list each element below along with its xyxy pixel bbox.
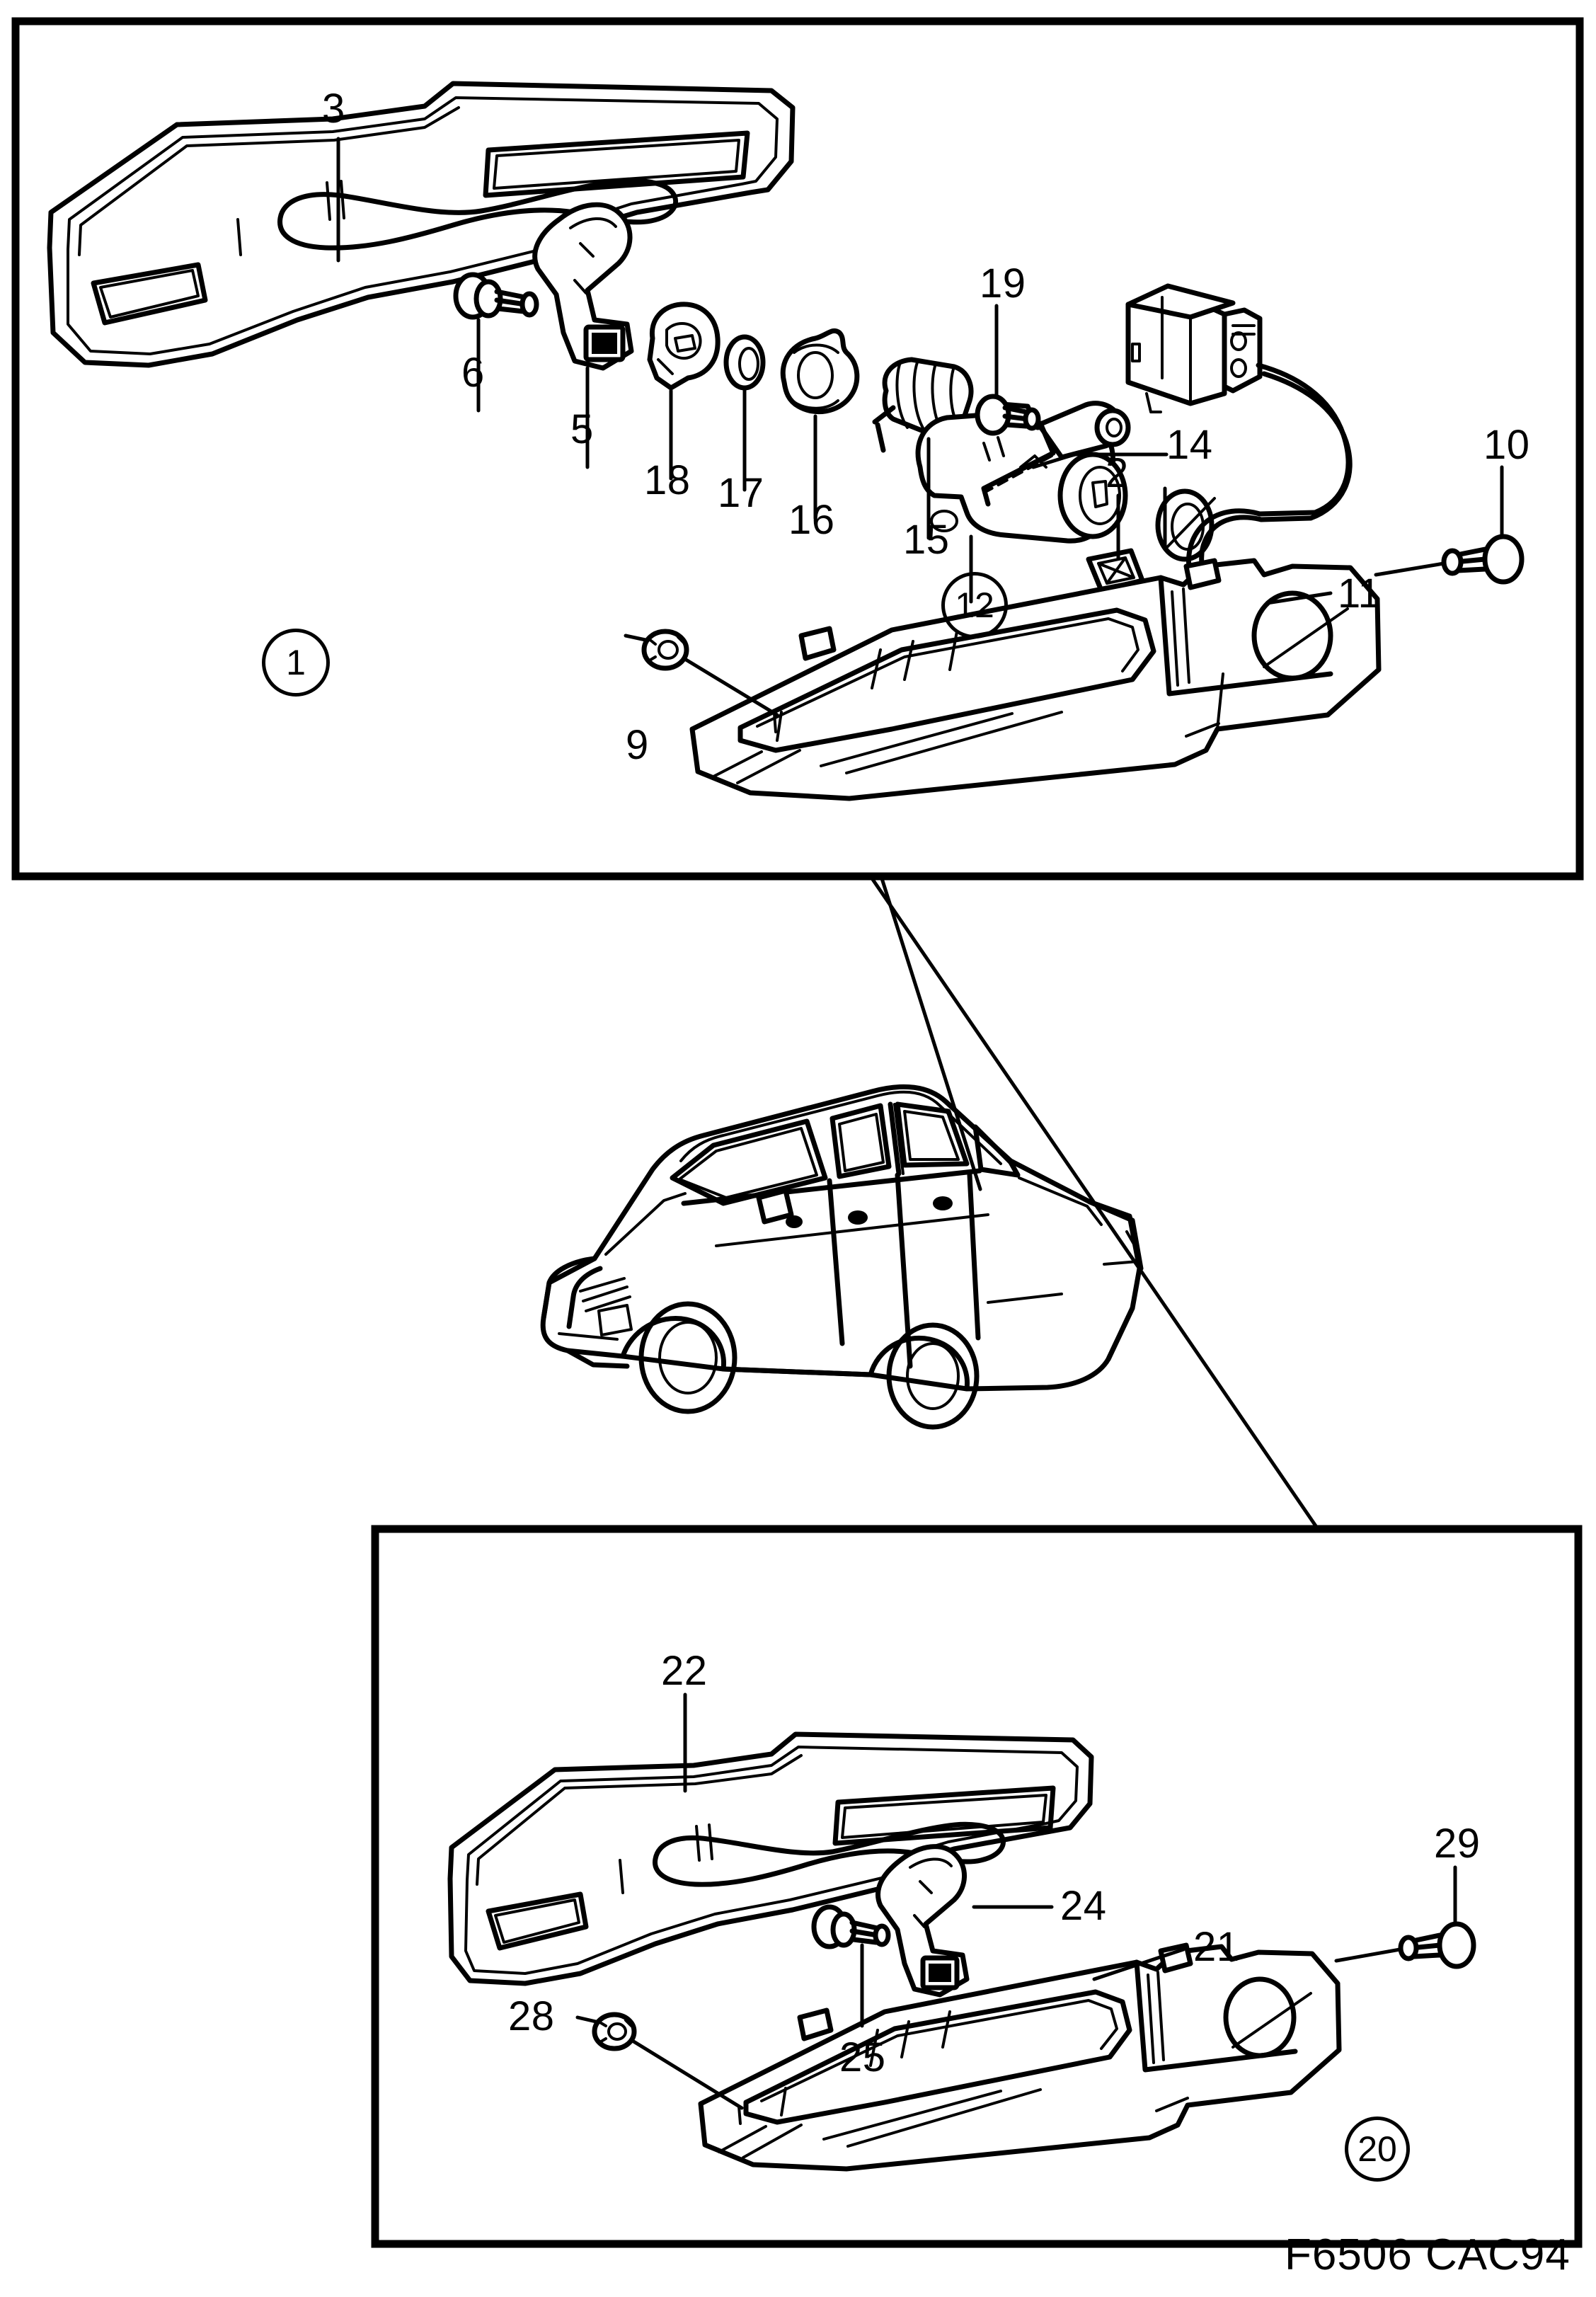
callout-21-gasket: 21 (1193, 1924, 1240, 1970)
group-number-20: 20 (1345, 2116, 1410, 2182)
callout-16-retainer: 16 (788, 497, 835, 543)
callout-17-washer: 17 (718, 470, 764, 516)
part-25-screw (811, 1904, 891, 1949)
callout-2-gasket: 2 (1106, 450, 1129, 496)
callout-12-lock-cylinder: 12 (941, 572, 1008, 638)
figure-code: F6506 CAC94 (1285, 2230, 1571, 2279)
part-9-nut (624, 629, 779, 733)
part-29-screw (1334, 1921, 1476, 1969)
callout-3-handle-bezel: 3 (322, 86, 345, 132)
callout-9-nut: 9 (626, 722, 649, 768)
callout-11-connector: 11 (1338, 571, 1382, 617)
part-6-screw (453, 272, 539, 320)
group-number-1: 1 (262, 629, 330, 697)
callout-18-clip: 18 (644, 457, 691, 503)
leader-21 (1092, 1947, 1185, 1981)
callout-14-cam: 14 (1166, 422, 1213, 468)
part-16-retainer (780, 328, 860, 415)
part-18-clip (647, 302, 721, 391)
callout-6-screw: 6 (461, 350, 485, 396)
part-5-lever (532, 202, 634, 371)
callout-5-lever: 5 (570, 406, 594, 452)
panel-20-border (371, 1525, 1583, 2248)
panel-1-border (11, 17, 1584, 881)
part-19-screw (975, 394, 1056, 507)
callout-25-screw: 25 (839, 2034, 886, 2080)
pointer-line-front-door (879, 874, 982, 1191)
group-number-1-label: 1 (286, 643, 306, 682)
leader-14-b (1031, 452, 1077, 469)
callout-22-handle-bezel: 22 (661, 1648, 708, 1694)
callout-24-lever: 24 (1060, 1883, 1107, 1929)
callout-19-screw: 19 (980, 260, 1026, 307)
part-20-outer-door-handle (698, 1942, 1342, 2172)
callout-10-screw: 10 (1483, 422, 1530, 468)
vehicle-illustration (540, 1084, 1144, 1430)
part-22-handle-bezel (447, 1731, 1094, 1986)
part-24-lever (875, 1844, 970, 1998)
callout-15-spring: 15 (903, 517, 950, 563)
part-3-handle-bezel (47, 81, 796, 368)
part-1-outer-door-handle (689, 558, 1382, 801)
callout-29-screw: 29 (1434, 1821, 1481, 1867)
part-10-screw (1374, 534, 1525, 585)
leader-11 (1265, 591, 1333, 605)
callout-12-label: 12 (955, 585, 994, 625)
part-17-washer (723, 334, 766, 391)
callout-28-nut: 28 (508, 1993, 555, 2039)
part-28-nut (575, 2012, 744, 2125)
group-number-20-label: 20 (1357, 2129, 1397, 2169)
